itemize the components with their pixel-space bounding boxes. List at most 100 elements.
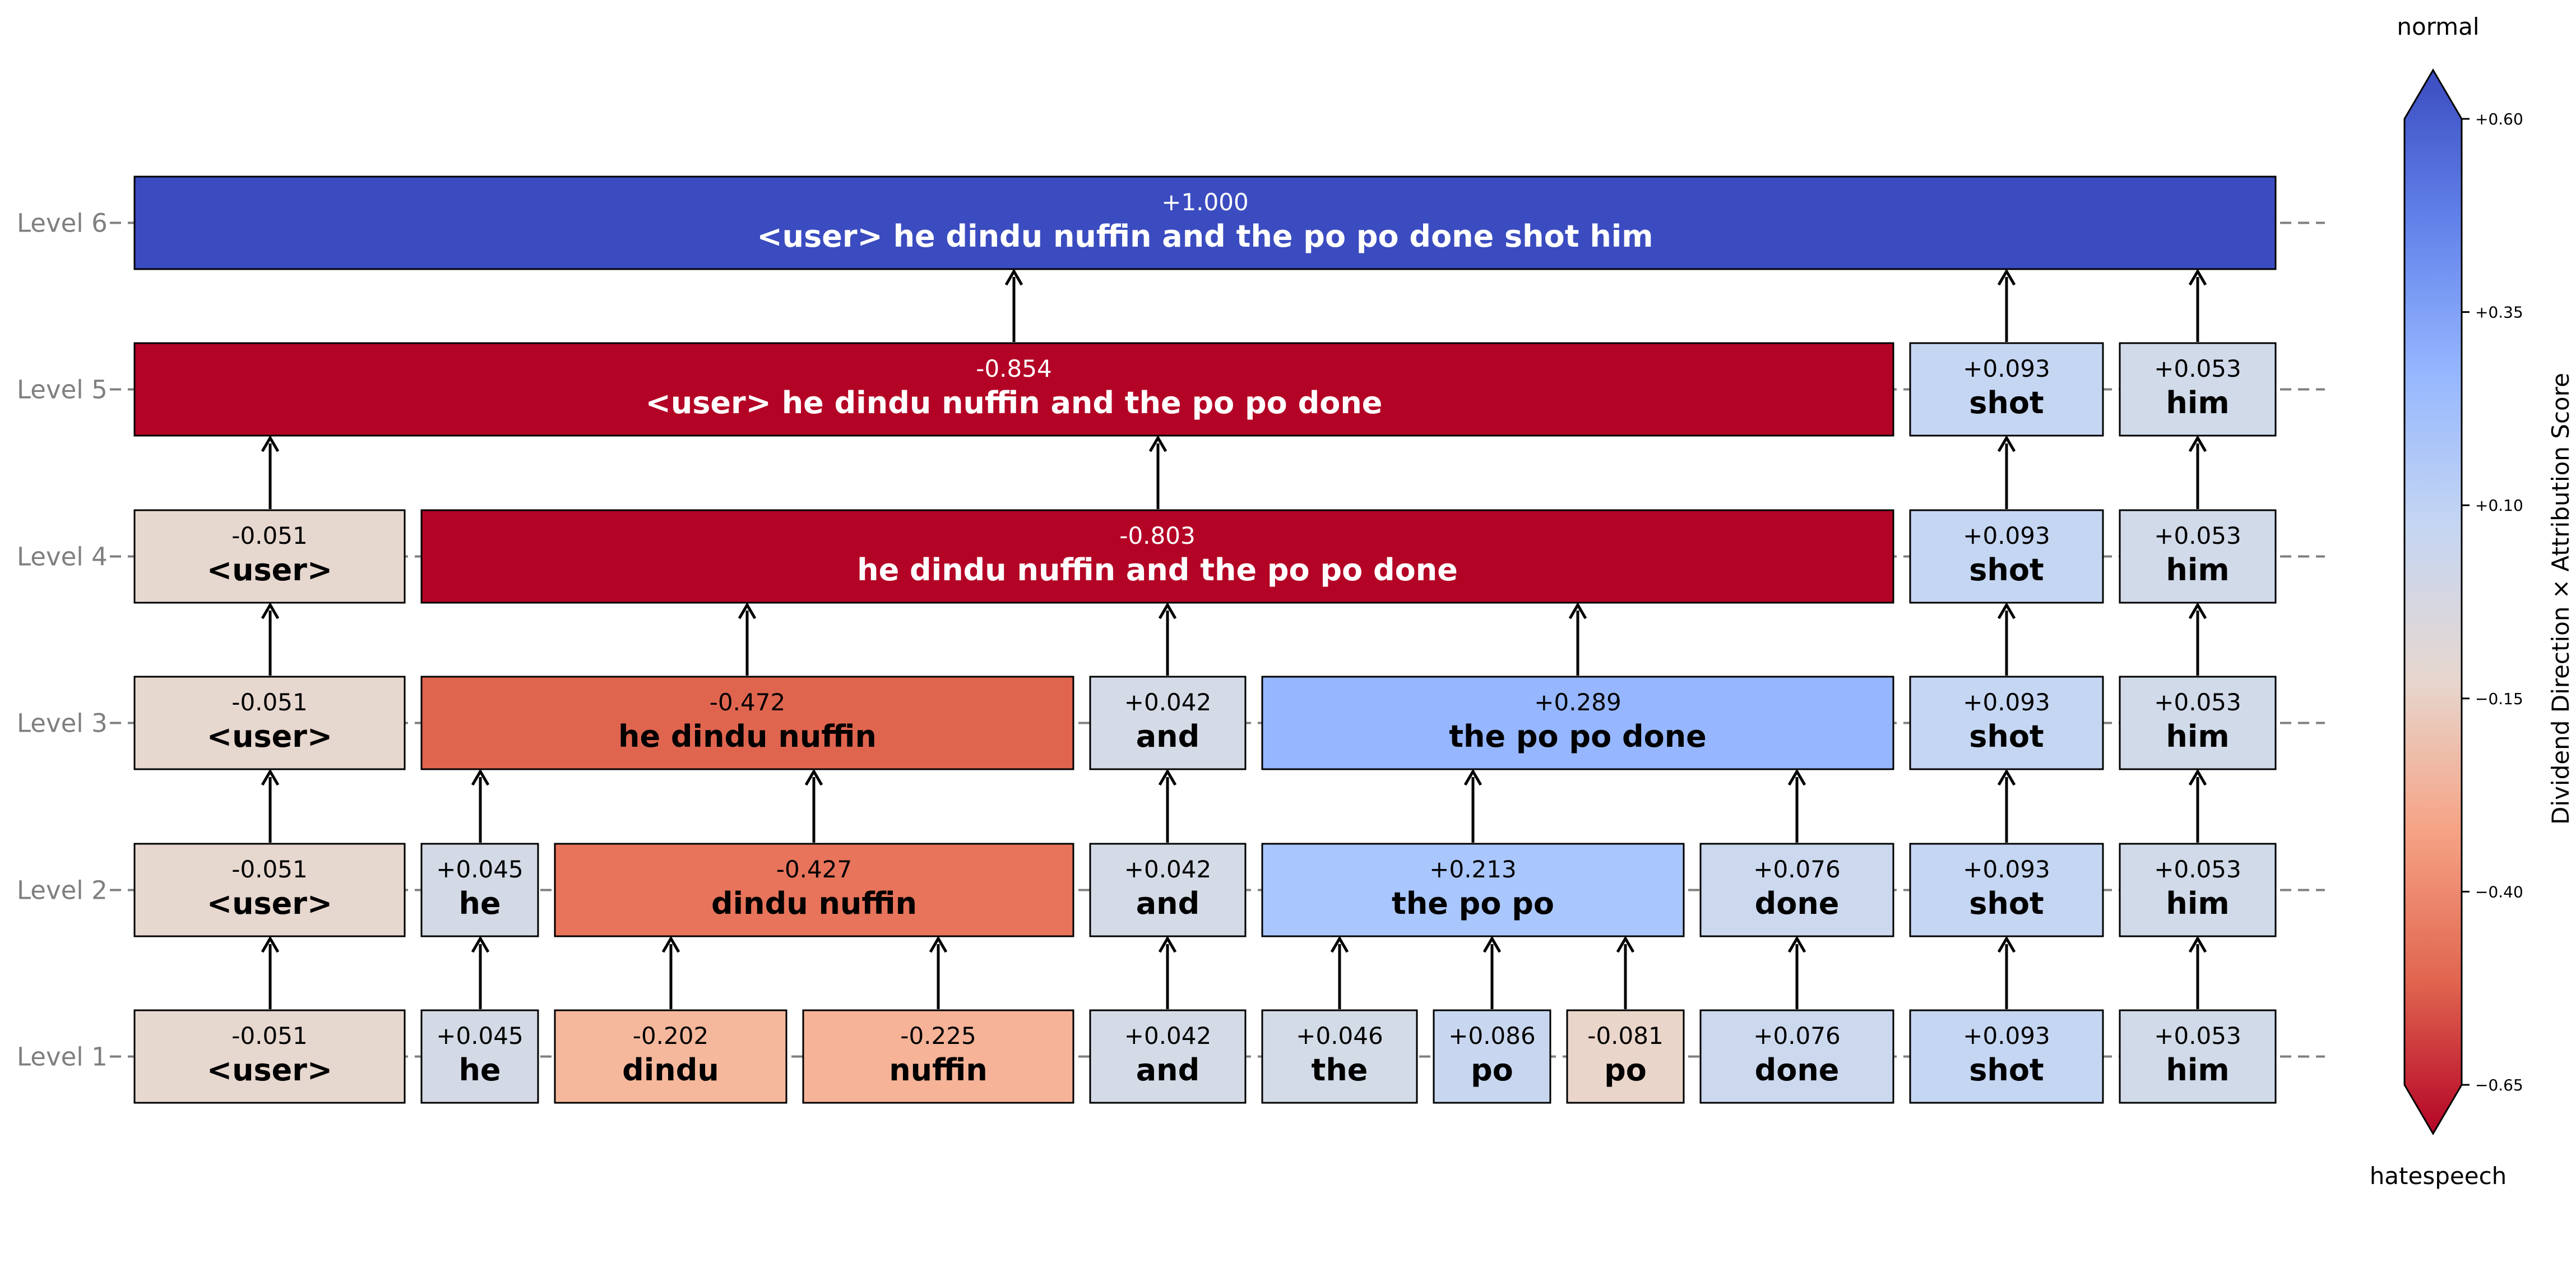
node-text: done bbox=[1755, 886, 1840, 921]
node-box bbox=[2119, 1009, 2277, 1104]
tree-node: +0.289 the po po done bbox=[1261, 676, 1894, 770]
merge-arrow bbox=[1616, 936, 1635, 1009]
merge-arrow bbox=[1158, 936, 1177, 1009]
node-box bbox=[554, 1009, 787, 1104]
tree-node: +0.093 shot bbox=[1909, 509, 2104, 604]
node-text: him bbox=[2166, 719, 2229, 754]
node-box bbox=[1909, 843, 2104, 937]
node-score: +0.053 bbox=[2154, 688, 2241, 716]
node-text: dindu nuffin bbox=[711, 886, 917, 921]
node-box bbox=[133, 175, 2277, 270]
merge-arrow bbox=[261, 602, 280, 676]
merge-arrow bbox=[1997, 602, 2016, 676]
tree-node: -0.854<user> he dindu nuffin and the po … bbox=[133, 342, 1894, 437]
node-score: +0.042 bbox=[1124, 856, 1211, 883]
merge-arrow bbox=[471, 936, 490, 1009]
merge-arrow bbox=[929, 936, 948, 1009]
node-score: +0.289 bbox=[1534, 688, 1621, 716]
node-text: <user> he dindu nuffin and the po po don… bbox=[646, 385, 1383, 420]
node-box bbox=[1699, 843, 1894, 937]
colorbar-tick-label: +0.10 bbox=[2475, 496, 2523, 515]
merge-arrow bbox=[1158, 769, 1177, 843]
node-score: +0.053 bbox=[2154, 522, 2241, 549]
node-text: he bbox=[458, 886, 501, 921]
node-box bbox=[1261, 1009, 1418, 1104]
node-text: and bbox=[1136, 719, 1200, 754]
node-score: -0.051 bbox=[231, 522, 307, 549]
node-score: +0.086 bbox=[1448, 1022, 1535, 1050]
merge-arrow bbox=[1148, 435, 1167, 509]
node-box bbox=[133, 676, 406, 770]
tree-node: +0.042 and bbox=[1089, 843, 1247, 937]
node-score: -0.081 bbox=[1587, 1022, 1663, 1050]
merge-arrow bbox=[2188, 602, 2207, 676]
colorbar-tick-label: +0.35 bbox=[2475, 303, 2523, 322]
node-box bbox=[1261, 843, 1685, 937]
node-score: +0.093 bbox=[1963, 522, 2050, 549]
level-label: Level 1 bbox=[17, 1042, 108, 1072]
node-text: shot bbox=[1969, 552, 2044, 588]
node-box bbox=[2119, 509, 2277, 604]
node-score: +0.076 bbox=[1753, 856, 1840, 883]
node-score: +0.046 bbox=[1296, 1022, 1383, 1050]
merge-arrow bbox=[1482, 936, 1502, 1009]
node-text: he dindu nuffin and the po po done bbox=[857, 552, 1458, 588]
node-text: done bbox=[1755, 1052, 1840, 1088]
node-box bbox=[133, 1009, 406, 1104]
colorbar-top-label: normal bbox=[2397, 13, 2479, 40]
node-text: nuffin bbox=[889, 1052, 988, 1088]
node-box bbox=[2119, 342, 2277, 437]
node-text: him bbox=[2166, 1052, 2229, 1088]
node-text: the po po done bbox=[1449, 719, 1707, 754]
node-text: <user> bbox=[207, 886, 332, 921]
node-score: +0.093 bbox=[1963, 856, 2050, 883]
colorbar-axis-label: Dividend Direction × Attribution Score bbox=[2547, 373, 2574, 825]
merge-arrows bbox=[261, 269, 2207, 1009]
node-box bbox=[1566, 1009, 1685, 1104]
colorbar-tick-label: −0.15 bbox=[2475, 690, 2523, 708]
tree-node: +1.000<user> he dindu nuffin and the po … bbox=[133, 175, 2277, 270]
node-text: he bbox=[458, 1052, 501, 1088]
node-box bbox=[1909, 509, 2104, 604]
node-text: shot bbox=[1969, 719, 2044, 754]
node-box bbox=[1433, 1009, 1551, 1104]
node-text: and bbox=[1136, 1052, 1200, 1088]
node-text: the bbox=[1312, 1052, 1368, 1088]
merge-arrow bbox=[261, 936, 280, 1009]
node-box bbox=[133, 843, 406, 937]
node-text: and bbox=[1136, 886, 1200, 921]
level-label: Level 5 bbox=[17, 375, 108, 405]
merge-arrow bbox=[261, 769, 280, 843]
node-box bbox=[802, 1009, 1074, 1104]
merge-arrow bbox=[804, 769, 823, 843]
node-box bbox=[1089, 1009, 1247, 1104]
colorbar: normal hatespeech Dividend Direction × A… bbox=[2370, 13, 2574, 1190]
level-label: Level 3 bbox=[17, 709, 108, 738]
node-text: shot bbox=[1969, 385, 2044, 420]
colorbar-tick-label: −0.65 bbox=[2475, 1076, 2523, 1094]
level-label: Level 2 bbox=[17, 876, 108, 905]
tree-node: -0.051<user> bbox=[133, 1009, 406, 1104]
merge-arrow bbox=[1463, 769, 1482, 843]
node-score: +0.093 bbox=[1963, 1022, 2050, 1050]
node-box bbox=[554, 843, 1074, 937]
node-score: -0.472 bbox=[710, 688, 785, 716]
merge-arrow bbox=[1787, 769, 1806, 843]
node-score: -0.051 bbox=[231, 1022, 307, 1050]
node-text: him bbox=[2166, 385, 2229, 420]
merge-arrow bbox=[1787, 936, 1806, 1009]
node-score: +0.076 bbox=[1753, 1022, 1840, 1050]
